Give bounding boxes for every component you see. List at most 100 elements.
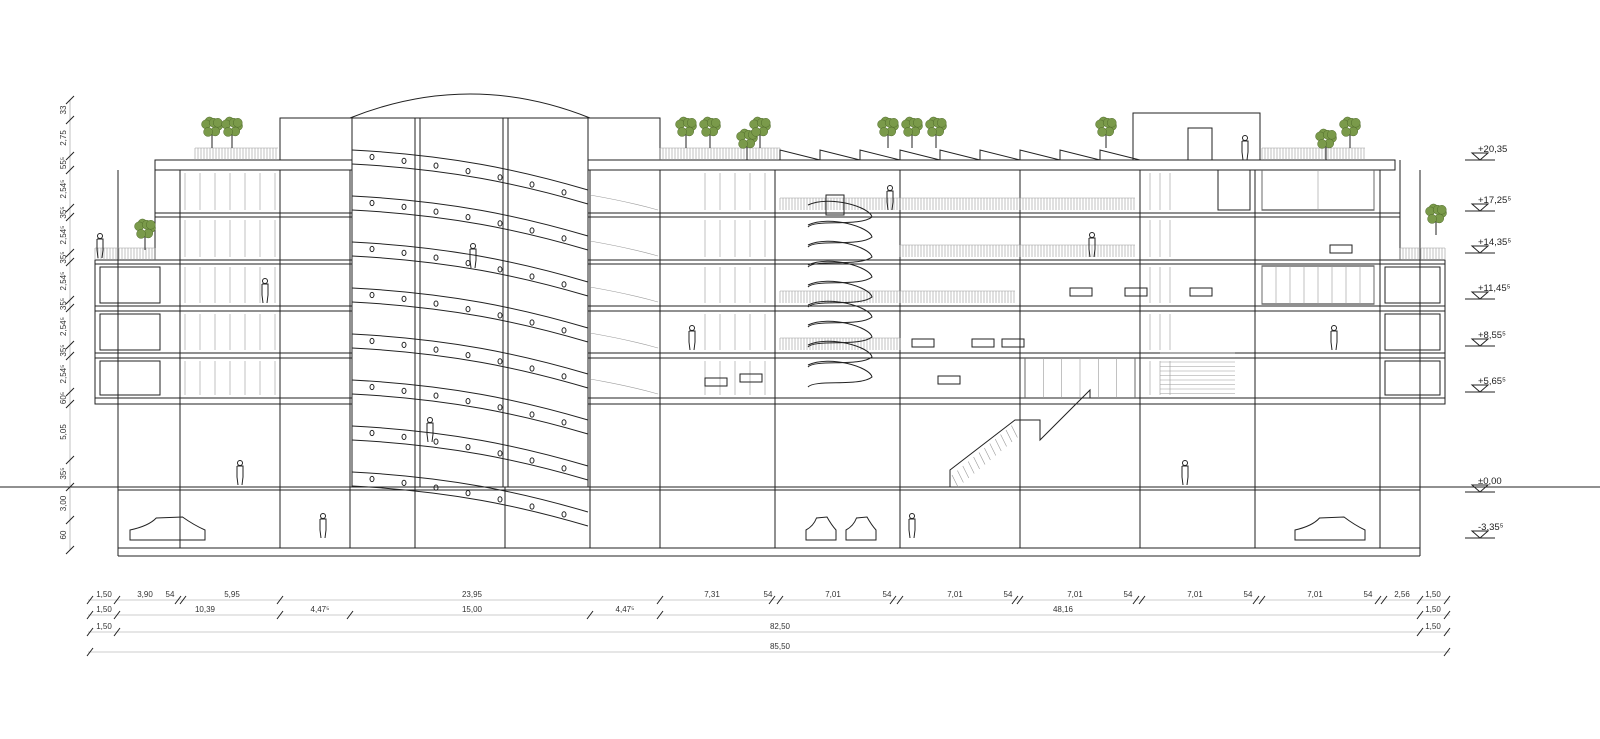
- dimension-label: 4,47⁵: [616, 605, 635, 614]
- furniture: [1001, 338, 1025, 348]
- tree-foliage: [687, 118, 697, 128]
- tree-foliage: [223, 127, 233, 137]
- ramp-opening: [497, 450, 503, 457]
- person-head: [909, 513, 915, 519]
- dimension-label: 85,50: [770, 642, 791, 651]
- ramp-opening: [369, 475, 375, 483]
- dimension-tick: [1258, 595, 1266, 605]
- tree-icon: [877, 116, 899, 137]
- person-head: [1089, 232, 1095, 238]
- ramp-opening: [561, 327, 567, 334]
- dimension-tick: [1016, 595, 1024, 605]
- person-head: [1242, 135, 1248, 141]
- dimension-label: 1,50: [1425, 622, 1441, 631]
- tree-foliage: [233, 118, 243, 128]
- dimension-label: 1,50: [1425, 590, 1441, 599]
- tree-foliage: [1097, 127, 1107, 137]
- ramp-opening: [369, 337, 375, 345]
- dimension-tick: [65, 545, 75, 555]
- level-marker-icon: [1465, 384, 1495, 393]
- vertical-dimension-chain: 332,7555⁵2,54⁵35⁵2,54⁵35⁵2,54⁵35⁵2,54⁵35…: [59, 95, 75, 555]
- ramp-opening: [497, 266, 503, 273]
- tree-foliage: [1341, 127, 1351, 137]
- atrium-ramp: [351, 287, 589, 329]
- balcony-window: [99, 360, 161, 396]
- person-body: [319, 518, 327, 539]
- ramp-opening: [433, 300, 439, 307]
- vertical-dimension-label: 2,54⁵: [59, 272, 68, 291]
- ramp-opening: [561, 373, 567, 380]
- tree-foliage: [701, 127, 711, 137]
- dimension-tick: [65, 151, 75, 161]
- level-label: ±0,00: [1478, 476, 1502, 487]
- dimension-tick: [1443, 647, 1451, 657]
- ground-floor-outline: [117, 403, 1421, 488]
- furniture: [1069, 287, 1093, 297]
- dimension-tick: [65, 95, 75, 105]
- dimension-label: 54: [1004, 590, 1013, 599]
- ramp-opening: [465, 352, 471, 359]
- ramp-opening: [433, 254, 439, 261]
- ramp-opening: [561, 419, 567, 426]
- dimension-tick: [174, 595, 182, 605]
- tree-foliage: [213, 118, 223, 128]
- dimension-tick: [86, 610, 94, 620]
- dimension-label: 7,01: [1187, 590, 1203, 599]
- level-label: +20,35: [1478, 144, 1507, 155]
- spiral-stair-core: [825, 194, 845, 216]
- furniture: [911, 338, 935, 348]
- person-figure: [236, 460, 244, 486]
- dimension-label: 1,50: [96, 605, 112, 614]
- tree-foliage: [146, 220, 156, 230]
- dimension-label: 48,16: [1053, 605, 1074, 614]
- atrium-ramp: [351, 333, 589, 375]
- dimension-label: 15,00: [462, 605, 483, 614]
- atrium-ramp: [351, 425, 589, 467]
- person-body: [236, 465, 244, 486]
- dimension-label: 3,90: [137, 590, 153, 599]
- ramp-opening: [369, 199, 375, 207]
- stair-step: [962, 465, 970, 479]
- basement-outline: [117, 489, 1421, 549]
- person-body: [1241, 140, 1249, 161]
- sawtooth-skylight: [819, 149, 861, 161]
- dimension-tick: [65, 115, 75, 125]
- furniture: [971, 338, 995, 348]
- level-marker-icon: [1465, 530, 1495, 539]
- tree-foliage: [913, 118, 923, 128]
- ramp-opening: [497, 358, 503, 365]
- ramp-opening: [369, 153, 375, 161]
- vertical-dimension-label: 35⁵: [59, 298, 68, 310]
- atrium-ramp: [351, 347, 589, 389]
- tree-foliage: [1427, 214, 1437, 224]
- person-figure: [1241, 135, 1249, 161]
- balcony-window: [1384, 313, 1441, 351]
- ramp-opening: [497, 220, 503, 227]
- ramp-opening: [497, 496, 503, 503]
- ramp-opening: [401, 479, 407, 486]
- ramp-opening: [369, 383, 375, 391]
- dimension-tick: [276, 610, 284, 620]
- person-figure: [96, 233, 104, 259]
- ramp-opening: [497, 174, 503, 181]
- sawtooth-skylight: [859, 149, 901, 161]
- vertical-dimension-label: 35⁵: [59, 467, 68, 479]
- tree-icon: [699, 116, 721, 137]
- vertical-dimension-label: 60⁵: [59, 392, 68, 404]
- stair-step: [984, 447, 991, 461]
- person-body: [261, 283, 269, 304]
- dimension-label: 2,56: [1394, 590, 1410, 599]
- dimension-tick: [65, 257, 75, 267]
- dimension-tick: [86, 647, 94, 657]
- vertical-dimension-label: 35⁵: [59, 251, 68, 263]
- person-figure: [688, 325, 696, 351]
- ramp-opening: [529, 411, 535, 418]
- spiral-stair-flight: [807, 360, 873, 388]
- person-head: [97, 233, 103, 239]
- dimension-tick: [346, 610, 354, 620]
- glazed-door: [1217, 169, 1251, 211]
- ramp-opening: [529, 319, 535, 326]
- dimension-label: 54: [1124, 590, 1133, 599]
- ramp-opening: [401, 387, 407, 394]
- roof-stair-tower: [1132, 112, 1261, 161]
